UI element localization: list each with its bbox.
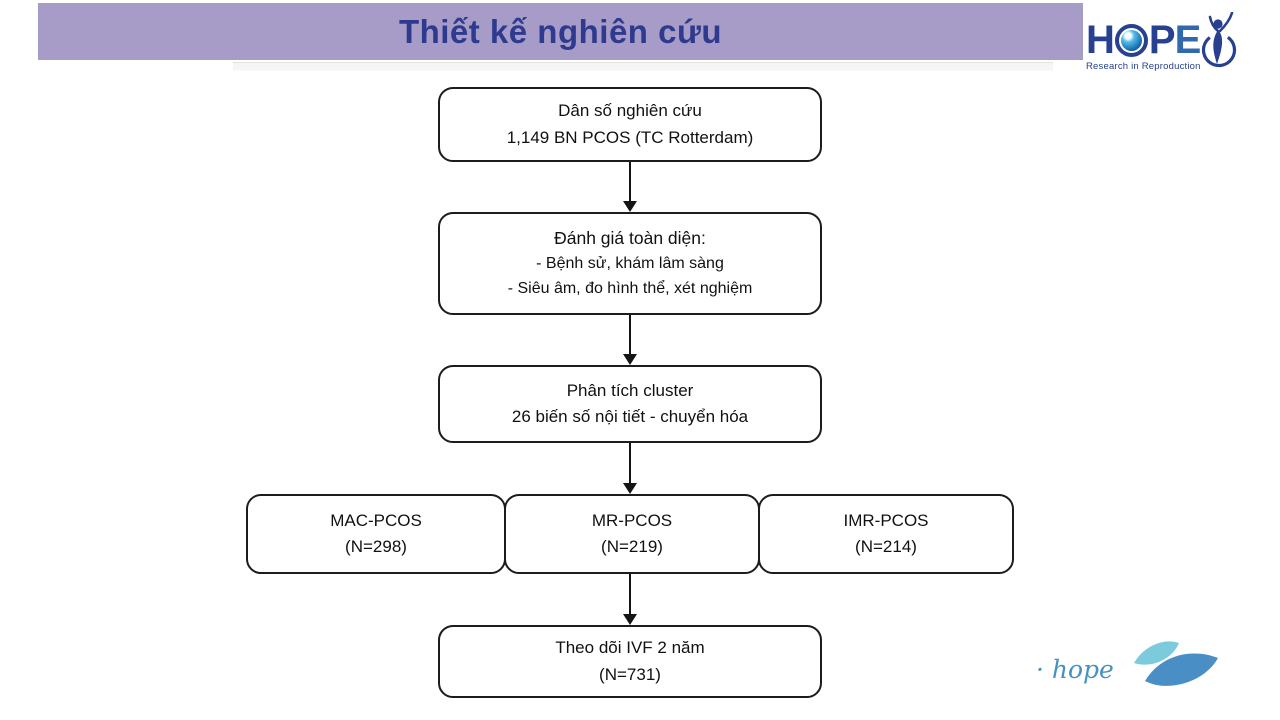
flow-box-mr-pcos: MR-PCOS (N=219) bbox=[504, 494, 760, 574]
hope-logo-letter-h: H bbox=[1086, 18, 1115, 62]
hope-logo-letter-e: E bbox=[1174, 18, 1202, 62]
hope-logo-subtitle: Research in Reproduction bbox=[1086, 61, 1201, 72]
evaluation-title: Đánh giá toàn diện: bbox=[554, 228, 706, 249]
arrow-line-2 bbox=[629, 315, 631, 355]
hope-logo: H P E Research in Reproduction bbox=[1086, 11, 1256, 72]
leaves-icon bbox=[1126, 636, 1221, 699]
eye-icon bbox=[1114, 23, 1148, 57]
flow-box-cluster-analysis: Phân tích cluster 26 biến số nội tiết - … bbox=[438, 365, 822, 443]
evaluation-line2: - Siêu âm, đo hình thể, xét nghiệm bbox=[507, 280, 753, 298]
arrow-line-3 bbox=[629, 443, 631, 484]
population-line2: 1,149 BN PCOS (TC Rotterdam) bbox=[506, 127, 754, 147]
population-line1: Dân số nghiên cứu bbox=[558, 101, 702, 121]
page-title: Thiết kế nghiên cứu bbox=[398, 12, 723, 50]
hope-logo-letter-p: P bbox=[1148, 18, 1176, 62]
arrow-head-1 bbox=[623, 201, 637, 212]
mac-pcos-n: (N=298) bbox=[345, 537, 407, 556]
flow-box-evaluation: Đánh giá toàn diện: - Bệnh sử, khám lâm … bbox=[438, 212, 822, 315]
flow-box-imr-pcos: IMR-PCOS (N=214) bbox=[758, 494, 1014, 574]
followup-line2: (N=731) bbox=[599, 664, 661, 684]
imr-pcos-name: IMR-PCOS bbox=[843, 510, 929, 530]
mac-pcos-name: MAC-PCOS bbox=[330, 510, 422, 530]
followup-line1: Theo dõi IVF 2 năm bbox=[555, 638, 705, 658]
evaluation-line1: - Bệnh sử, khám lâm sàng bbox=[536, 255, 724, 273]
eye-pupil-icon bbox=[1120, 29, 1142, 51]
flow-box-ivf-followup: Theo dõi IVF 2 năm (N=731) bbox=[438, 625, 822, 698]
imr-pcos-n: (N=214) bbox=[855, 537, 917, 556]
dancer-figure-icon bbox=[1198, 11, 1242, 75]
cluster-line1: Phân tích cluster bbox=[566, 380, 694, 400]
hope-logo-wordmark: H P E bbox=[1086, 11, 1256, 67]
header-shadow-strip bbox=[233, 62, 1053, 71]
mr-pcos-n: (N=219) bbox=[601, 537, 663, 556]
cluster-line2: 26 biến số nội tiết - chuyển hóa bbox=[511, 407, 749, 426]
arrow-head-3 bbox=[623, 483, 637, 494]
arrow-line-4 bbox=[629, 574, 631, 615]
arrow-head-4 bbox=[623, 614, 637, 625]
flow-box-population: Dân số nghiên cứu 1,149 BN PCOS (TC Rott… bbox=[438, 87, 822, 162]
slide-header-bar: Thiết kế nghiên cứu bbox=[38, 3, 1083, 60]
arrow-head-2 bbox=[623, 354, 637, 365]
hope-footer-logo: · hope bbox=[1036, 641, 1221, 699]
mr-pcos-name: MR-PCOS bbox=[591, 510, 673, 530]
hope-footer-text: · hope bbox=[1036, 655, 1114, 684]
flow-box-mac-pcos: MAC-PCOS (N=298) bbox=[246, 494, 506, 574]
arrow-line-1 bbox=[629, 162, 631, 202]
